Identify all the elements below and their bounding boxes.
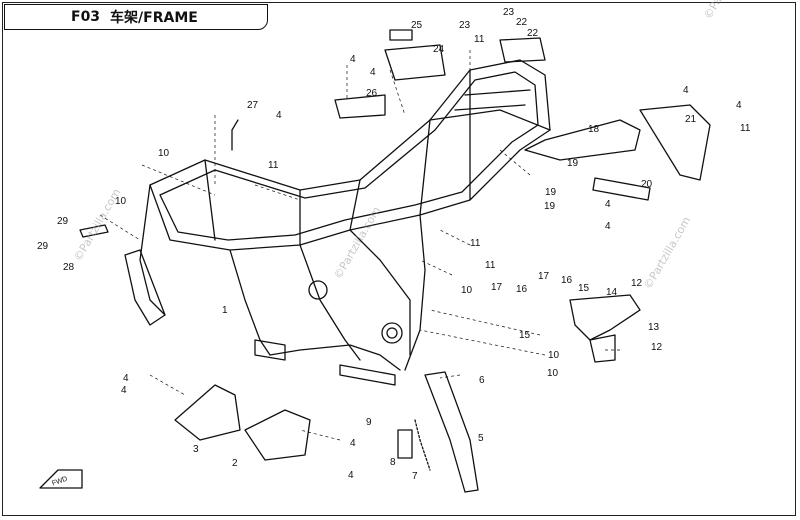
callout-7: 7	[412, 471, 418, 482]
callout-22: 22	[527, 28, 539, 39]
callout-13: 13	[648, 322, 660, 333]
diagram-title: F03 车架/FRAME	[4, 4, 268, 30]
callout-4: 4	[348, 470, 354, 481]
main-frame	[139, 59, 551, 386]
callout-24: 24	[433, 44, 445, 55]
callout-17: 17	[538, 271, 550, 282]
callout-8: 8	[390, 457, 396, 468]
callout-28: 28	[63, 262, 75, 273]
watermark-3: ©Partzilla.com	[641, 215, 693, 292]
rear-brackets	[524, 104, 711, 201]
callout-15: 15	[578, 283, 590, 294]
callout-17: 17	[491, 282, 503, 293]
callout-15: 15	[519, 330, 531, 341]
callout-16: 16	[561, 275, 573, 286]
fwd-arrow	[39, 469, 83, 489]
callout-20: 20	[641, 179, 653, 190]
footrest-bracket	[569, 294, 641, 363]
callout-27: 27	[247, 100, 259, 111]
cable-clip	[231, 119, 239, 151]
callout-19: 19	[544, 201, 556, 212]
callout-4: 4	[736, 100, 742, 111]
callout-14: 14	[606, 287, 618, 298]
leader-lines	[99, 50, 620, 441]
callout-10: 10	[548, 350, 560, 361]
top-brackets	[334, 29, 546, 119]
callout-1: 1	[222, 305, 228, 316]
callout-3: 3	[193, 444, 199, 455]
callout-4: 4	[276, 110, 282, 121]
callouts: 1 2 3 4 4 4 4 4 4 4 4 4 4 4 5 6 7 8 9 10…	[37, 7, 751, 482]
callout-5: 5	[478, 433, 484, 444]
fwd-label: FWD	[51, 476, 68, 488]
callout-22: 22	[516, 17, 528, 28]
callout-4: 4	[350, 438, 356, 449]
callout-10: 10	[547, 368, 559, 379]
callout-12: 12	[631, 278, 643, 289]
callout-26: 26	[366, 88, 378, 99]
callout-11: 11	[740, 123, 751, 134]
callout-4: 4	[683, 85, 689, 96]
callout-19: 19	[545, 187, 557, 198]
front-mount	[79, 224, 166, 326]
callout-29: 29	[57, 216, 69, 227]
callout-18: 18	[588, 124, 600, 135]
callout-4: 4	[605, 221, 611, 232]
callout-10: 10	[461, 285, 473, 296]
callout-25: 25	[411, 20, 423, 31]
diagram-title-text: 车架/FRAME	[110, 10, 198, 26]
callout-4: 4	[370, 67, 376, 78]
watermark-4: ©Partzilla.com	[701, 0, 753, 21]
callout-23: 23	[503, 7, 515, 18]
callout-19: 19	[567, 158, 579, 169]
callout-29: 29	[37, 241, 49, 252]
callout-4: 4	[121, 385, 127, 396]
callout-10: 10	[158, 148, 170, 159]
callout-12: 12	[651, 342, 663, 353]
callout-4: 4	[350, 54, 356, 65]
callout-4: 4	[605, 199, 611, 210]
callout-10: 10	[115, 196, 127, 207]
watermark-2: ©Partzilla.com	[331, 205, 383, 282]
callout-9: 9	[366, 417, 372, 428]
callout-4: 4	[123, 373, 129, 384]
callout-11: 11	[470, 238, 481, 249]
callout-11: 11	[268, 160, 279, 171]
callout-2: 2	[232, 458, 238, 469]
callout-6: 6	[479, 375, 485, 386]
side-stand	[397, 371, 479, 493]
callout-11: 11	[485, 260, 496, 271]
callout-23: 23	[459, 20, 471, 31]
diagram-code: F03	[71, 9, 101, 25]
callout-21: 21	[685, 114, 697, 125]
callout-11: 11	[474, 34, 485, 45]
callout-16: 16	[516, 284, 528, 295]
lower-brackets	[174, 384, 311, 461]
